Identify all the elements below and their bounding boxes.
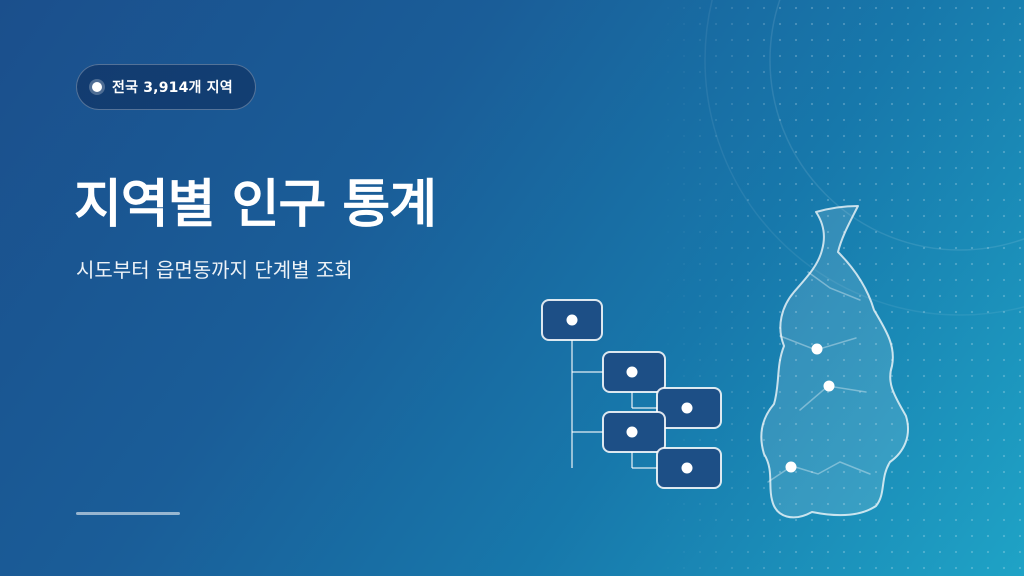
region-count-badge: 전국 3,914개 지역 xyxy=(76,64,256,110)
page-title: 지역별 인구 통계 xyxy=(74,175,437,235)
page-subtitle: 시도부터 읍면동까지 단계별 조회 xyxy=(76,258,353,282)
badge-dot-icon xyxy=(92,82,102,92)
title-underline xyxy=(76,512,180,515)
badge-text: 전국 3,914개 지역 xyxy=(112,80,233,96)
